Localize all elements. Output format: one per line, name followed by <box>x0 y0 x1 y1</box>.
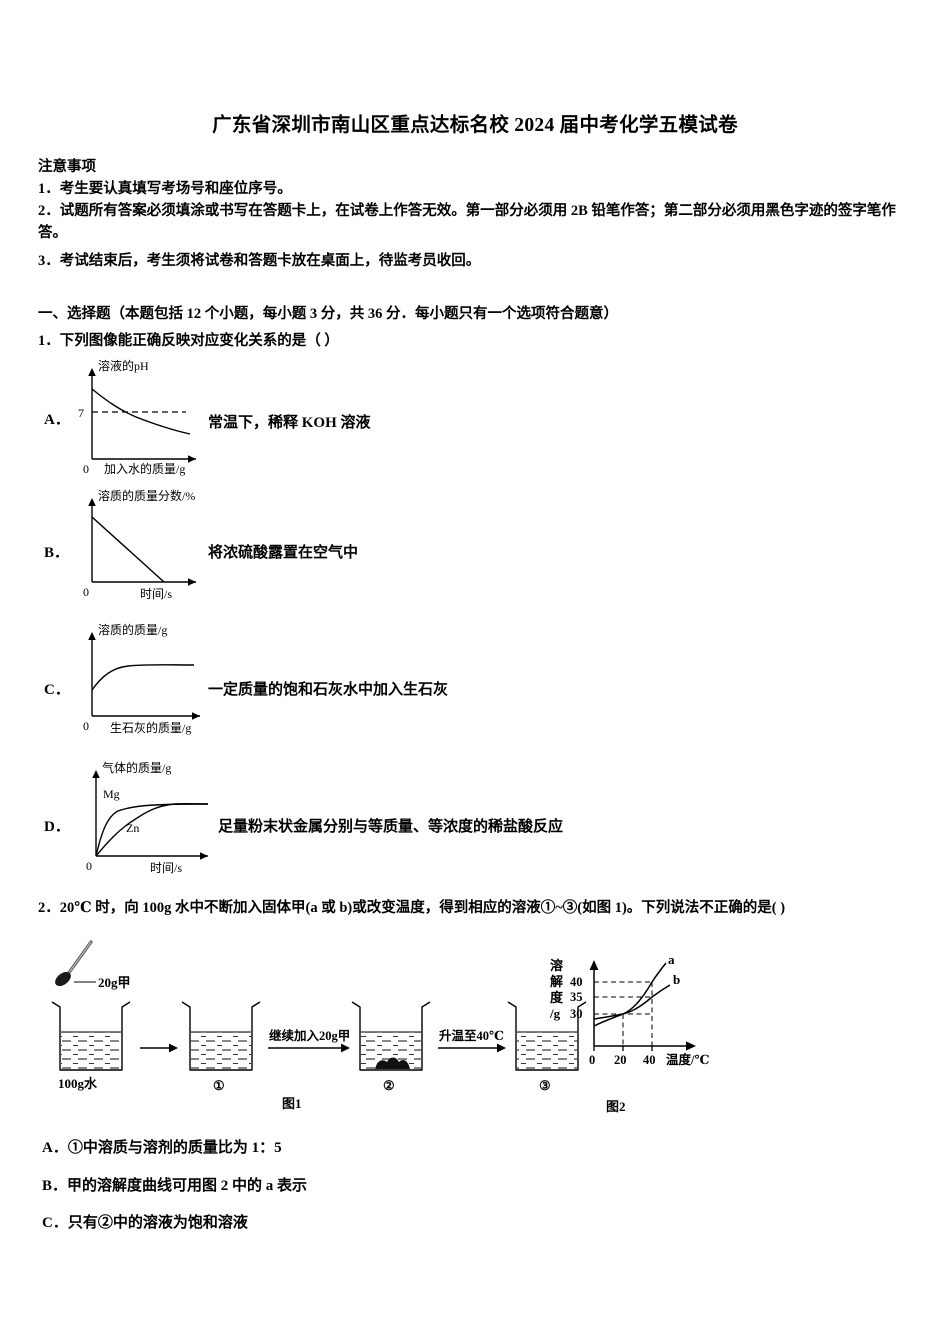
option-c-graph: 0 溶质的质量/g 生石灰的质量/g <box>78 622 298 735</box>
chart-xtick-40: 40 <box>643 1053 656 1067</box>
chart-series-a-label: a <box>668 952 675 967</box>
figure-1-beaker-1-number: ① <box>213 1078 225 1093</box>
beaker-1 <box>181 1001 261 1071</box>
figure-1-beaker-2-number: ② <box>383 1078 395 1093</box>
option-d-y-axis-label: 气体的质量/g <box>102 760 171 775</box>
option-a-graph: 7 0 溶液的pH 加入水的质量/g <box>78 358 278 476</box>
option-c-x-axis-label: 生石灰的质量/g <box>110 720 191 735</box>
question-2-option-c: C．只有②中的溶液为饱和溶液 <box>42 1215 248 1231</box>
option-d-caption: 足量粉末状金属分别与等质量、等浓度的稀盐酸反应 <box>218 819 564 835</box>
chart-ytick-35: 35 <box>570 990 583 1004</box>
chart-ylabel-char-1: 溶 <box>550 958 563 973</box>
option-c-origin-label: 0 <box>83 719 89 733</box>
chart-ytick-30: 30 <box>570 1007 583 1021</box>
figure-2-solubility-chart: 溶 解 度 /g 40 35 30 <box>548 952 733 1087</box>
chart-ylabel-char-2: 解 <box>549 974 563 989</box>
beaker-3 <box>507 1001 587 1071</box>
chart-series-a <box>593 962 667 1027</box>
figure-1-arrow-1 <box>140 1043 178 1053</box>
question-2-stem: 2．20℃ 时，向 100g 水中不断加入固体甲(a 或 b)或改变温度，得到相… <box>38 900 786 916</box>
section-heading: 一、选择题（本题包括 12 个小题，每小题 3 分，共 36 分．每小题只有一个… <box>38 306 618 322</box>
figure-1-beaker-3-number: ③ <box>539 1078 551 1093</box>
option-a-caption: 常温下，稀释 KOH 溶液 <box>208 415 371 431</box>
option-d-series-label-mg: Mg <box>103 787 120 801</box>
option-a-x-axis-label: 加入水的质量/g <box>104 461 185 476</box>
chart-series-b <box>593 984 671 1020</box>
figure-1-beaker-initial-label: 100g水 <box>58 1076 98 1091</box>
option-b-letter: B． <box>44 545 70 561</box>
undissolved-solid <box>375 1057 410 1069</box>
notice-item-2: 2．试题所有答案必须填涂或书写在答题卡上，在试卷上作答无效。第一部分必须用 2B… <box>38 203 896 242</box>
option-b-origin-label: 0 <box>83 585 89 599</box>
question-2-option-b: B．甲的溶解度曲线可用图 2 中的 a 表示 <box>42 1178 308 1194</box>
option-a-y-axis-label: 溶液的pH <box>98 358 149 373</box>
chart-xlabel: 温度/℃ <box>666 1052 709 1067</box>
figure-1-arrow-2-label: 继续加入20g甲 <box>269 1028 350 1043</box>
option-b-caption: 将浓硫酸露置在空气中 <box>208 545 359 561</box>
chart-ylabel-char-3: 度 <box>550 990 564 1005</box>
notice-heading: 注意事项 <box>38 159 96 175</box>
chart-ylabel-char-4: /g <box>549 1006 561 1021</box>
figure-1-beaker-diagram: 20g甲 100g水 ① <box>46 938 587 1123</box>
chart-series-b-label: b <box>673 972 680 987</box>
option-b-graph: 0 溶质的质量分数/% 时间/s <box>78 488 288 601</box>
option-c-letter: C． <box>44 682 70 698</box>
question-1-stem: 1．下列图像能正确反映对应变化关系的是（ ） <box>38 333 339 349</box>
question-2-option-a: A．①中溶质与溶剂的质量比为 1：5 <box>42 1140 282 1156</box>
figure-1-arrow-3 <box>438 1043 506 1053</box>
option-a-letter: A． <box>44 412 70 428</box>
option-d-origin-label: 0 <box>86 859 92 873</box>
figure-1-arrow-2 <box>268 1043 350 1053</box>
option-d-series-label-zn: Zn <box>126 821 139 835</box>
page-title: 广东省深圳市南山区重点达标名校 2024 届中考化学五模试卷 <box>212 115 738 136</box>
option-a-origin-label: 0 <box>83 462 89 476</box>
notice-item-3: 3．考试结束后，考生须将试卷和答题卡放在桌面上，待监考员收回。 <box>38 253 481 269</box>
option-d-x-axis-label: 时间/s <box>150 861 182 875</box>
option-c-caption: 一定质量的饱和石灰水中加入生石灰 <box>208 682 449 698</box>
beaker-2 <box>351 1001 431 1071</box>
option-d-letter: D． <box>44 819 70 835</box>
beaker-initial <box>51 1001 131 1071</box>
figure-1-caption: 图1 <box>282 1096 302 1111</box>
option-b-y-axis-label: 溶质的质量分数/% <box>98 488 195 503</box>
figure-1-spoon-label: 20g甲 <box>98 975 131 990</box>
option-b-x-axis-label: 时间/s <box>140 587 172 601</box>
figure-2-caption: 图2 <box>606 1099 626 1114</box>
spoon-icon <box>55 940 93 987</box>
notice-item-1: 1．考生要认真填写考场号和座位序号。 <box>38 181 292 197</box>
chart-ytick-40: 40 <box>570 975 583 989</box>
option-a-marked-value: 7 <box>78 406 84 420</box>
option-d-graph: Mg Zn 0 气体的质量/g 时间/s <box>78 760 298 875</box>
figure-1-arrow-3-label: 升温至40℃ <box>439 1028 504 1043</box>
chart-xtick-0: 0 <box>589 1053 595 1067</box>
chart-xtick-20: 20 <box>614 1053 627 1067</box>
option-c-y-axis-label: 溶质的质量/g <box>98 622 167 637</box>
